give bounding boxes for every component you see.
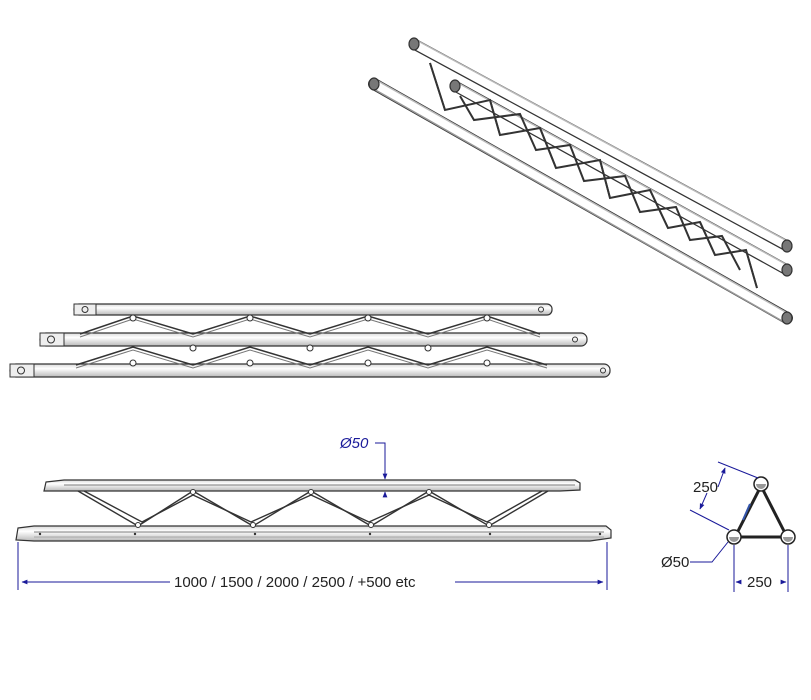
plan-web-upper <box>79 315 541 338</box>
length-dimension <box>17 542 608 590</box>
front-diameter-label: Ø50 <box>339 435 369 452</box>
plan-nodes <box>129 314 491 367</box>
section-diameter-leader <box>690 541 729 563</box>
length-label: 1000 / 1500 / 2000 / 2500 / +500 etc <box>174 574 416 591</box>
plan-chord-middle <box>39 332 588 347</box>
plan-chord-top <box>73 303 553 316</box>
front-rivets <box>38 532 602 536</box>
front-nodes <box>135 489 492 528</box>
iso-end-caps <box>368 37 793 325</box>
cross-section-view: 250 250 Ø50 <box>661 461 796 592</box>
section-chords <box>726 476 796 545</box>
iso-chord-middle <box>449 80 793 276</box>
isometric-view <box>368 37 793 325</box>
section-diameter-label: Ø50 <box>661 554 689 571</box>
iso-chord-bottom <box>368 78 793 324</box>
plan-view <box>9 303 611 378</box>
front-chord-bottom <box>15 525 612 542</box>
iso-web-struts <box>429 62 758 289</box>
section-height-dimension <box>689 461 759 531</box>
section-width-dimension <box>733 545 789 592</box>
front-chord-top <box>43 479 581 492</box>
front-web <box>77 490 549 527</box>
iso-chord-top <box>408 38 793 252</box>
section-triangle <box>734 485 788 539</box>
plan-web-lower <box>75 346 548 369</box>
front-diameter-dimension <box>375 442 388 498</box>
plan-chord-bottom <box>9 363 611 378</box>
front-elevation: Ø50 1000 / 1500 / 2000 / 2500 / +500 etc <box>15 435 612 591</box>
section-height-label: 250 <box>693 479 718 496</box>
section-width-label: 250 <box>747 574 772 591</box>
